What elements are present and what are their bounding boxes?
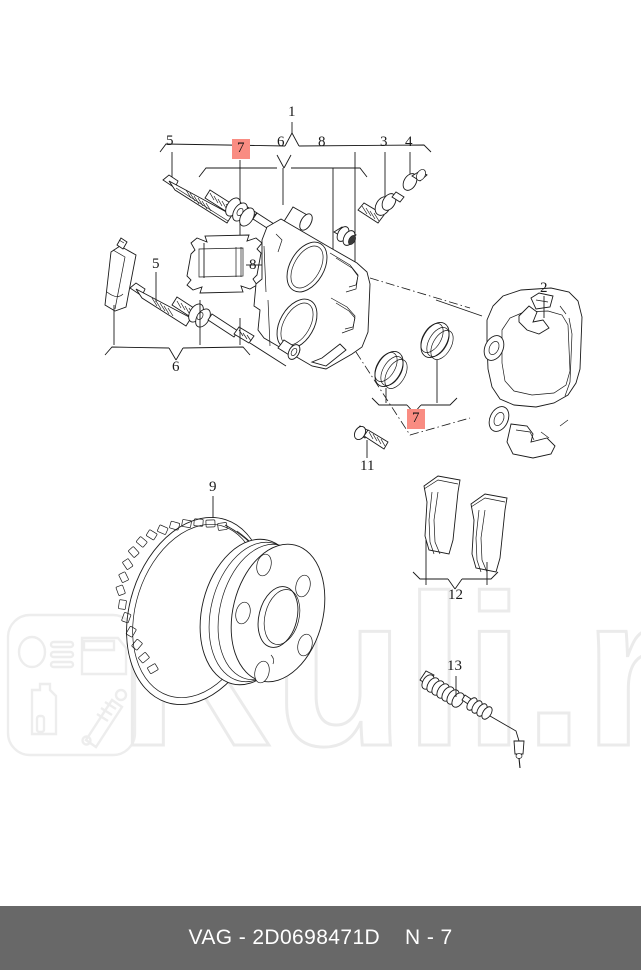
caliper-carrier-bracket [435, 287, 583, 459]
brake-pad-wear-sensor [419, 670, 525, 769]
footer-part-number-text: VAG - 2D0698471D N - 7 [188, 926, 453, 949]
callout-12: 12 [448, 587, 463, 603]
guide-cone-bush [104, 237, 137, 345]
bracket-group-6-lower [104, 346, 251, 361]
callout-1: 1 [288, 104, 296, 120]
footer-bar: VAG - 2D0698471D N - 7 [0, 906, 641, 970]
guide-bolt-upper [162, 174, 233, 224]
brake-disc [115, 496, 326, 706]
bracket-group-1 [159, 122, 432, 153]
bleeder-screw [357, 191, 405, 224]
callout-7-lower-highlighted: 7 [407, 409, 425, 429]
callout-5-lower: 5 [152, 256, 160, 272]
brake-pad-outer [423, 475, 461, 585]
caliper-body [253, 206, 471, 436]
dust-cap [402, 169, 428, 191]
guide-bolt-lower [129, 272, 198, 327]
callout-11: 11 [360, 458, 375, 474]
callout-8-upper: 8 [318, 134, 326, 150]
callout-9: 9 [209, 479, 217, 495]
callout-8-lower: 8 [249, 257, 257, 273]
piston-seal-inner [420, 322, 454, 403]
callout-6-upper: 6 [277, 134, 285, 150]
callout-5-upper: 5 [166, 133, 174, 149]
guide-sleeve-lower [188, 300, 287, 367]
callout-13: 13 [447, 658, 462, 674]
bracket-group-12 [412, 571, 499, 590]
callout-3: 3 [380, 134, 388, 150]
callout-7-upper-highlighted: 7 [232, 139, 250, 159]
bracket-group-6-top [198, 154, 368, 178]
sensor-ribbed-sleeve [421, 674, 465, 708]
callout-6-lower: 6 [172, 359, 180, 375]
callout-4: 4 [405, 134, 413, 150]
callout-2: 2 [540, 280, 548, 296]
piston-seal-outer [374, 351, 408, 403]
sensor-spring-coil [466, 697, 493, 720]
brake-pad-inner [470, 493, 508, 585]
carrier-mounting-bolt [353, 425, 389, 458]
